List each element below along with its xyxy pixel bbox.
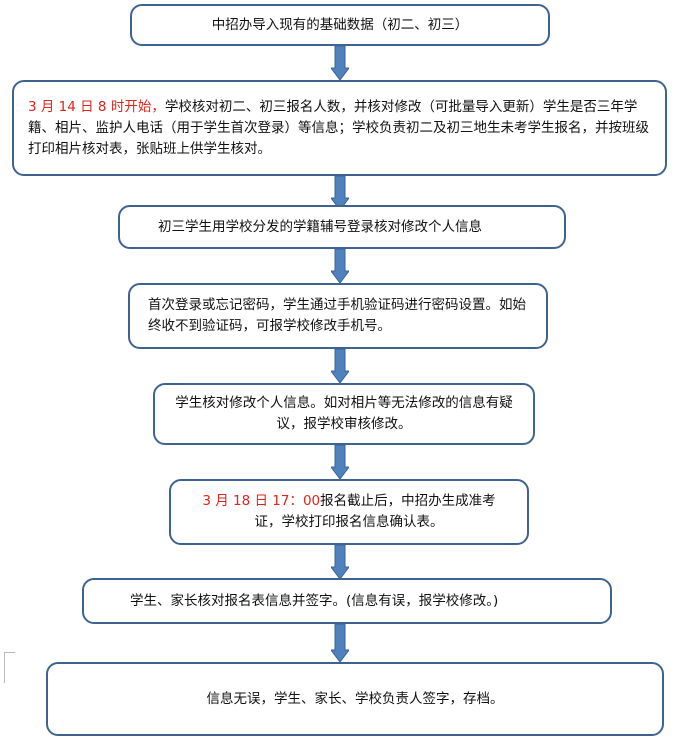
step-6-text: 报名截止后，中招办生成准考证，学校打印报名信息确认表。 bbox=[254, 493, 496, 530]
arrow-down-7-icon bbox=[331, 624, 349, 662]
step-7-box: 学生、家长核对报名表信息并签字。(信息有误，报学校修改。) bbox=[82, 578, 612, 624]
step-4-text: 首次登录或忘记密码，学生通过手机验证码进行密码设置。如始终收不到验证码，可报学校… bbox=[148, 297, 526, 334]
step-1-text: 中招办导入现有的基础数据（初二、初三） bbox=[211, 16, 469, 33]
arrow-down-2-icon bbox=[331, 176, 349, 210]
page-corner-mark bbox=[4, 652, 15, 683]
step-8-box: 信息无误，学生、家长、学校负责人签字，存档。 bbox=[46, 662, 664, 736]
step-5-box: 学生核对修改个人信息。如对相片等无法修改的信息有疑议，报学校审核修改。 bbox=[153, 383, 535, 445]
step-3-box: 初三学生用学校分发的学籍辅号登录核对修改个人信息 bbox=[118, 205, 566, 249]
step-2-text: 学校核对初二、初三报名人数，并核对修改（可批量导入更新）学生是否三年学籍、相片、… bbox=[28, 98, 649, 157]
arrow-down-4-icon bbox=[331, 349, 349, 383]
arrow-down-1-icon bbox=[331, 46, 349, 80]
arrow-down-5-icon bbox=[331, 445, 349, 479]
step-5-text: 学生核对修改个人信息。如对相片等无法修改的信息有疑议，报学校审核修改。 bbox=[175, 395, 513, 432]
step-4-box: 首次登录或忘记密码，学生通过手机验证码进行密码设置。如始终收不到验证码，可报学校… bbox=[128, 283, 548, 349]
step-1-box: 中招办导入现有的基础数据（初二、初三） bbox=[130, 4, 550, 46]
step-8-text: 信息无误，学生、家长、学校负责人签字，存档。 bbox=[206, 690, 504, 707]
step-6-highlight: 3 月 18 日 17：00 bbox=[202, 493, 321, 509]
arrow-down-6-icon bbox=[331, 545, 349, 579]
step-6-box: 3 月 18 日 17：00报名截止后，中招办生成准考证，学校打印报名信息确认表… bbox=[169, 479, 529, 545]
step-2-box: 3 月 14 日 8 时开始，学校核对初二、初三报名人数，并核对修改（可批量导入… bbox=[12, 80, 667, 176]
arrow-down-3-icon bbox=[331, 249, 349, 283]
step-7-text: 学生、家长核对报名表信息并签字。(信息有误，报学校修改。) bbox=[130, 592, 499, 609]
step-3-text: 初三学生用学校分发的学籍辅号登录核对修改个人信息 bbox=[158, 218, 482, 235]
step-2-highlight: 3 月 14 日 8 时开始， bbox=[28, 98, 165, 115]
